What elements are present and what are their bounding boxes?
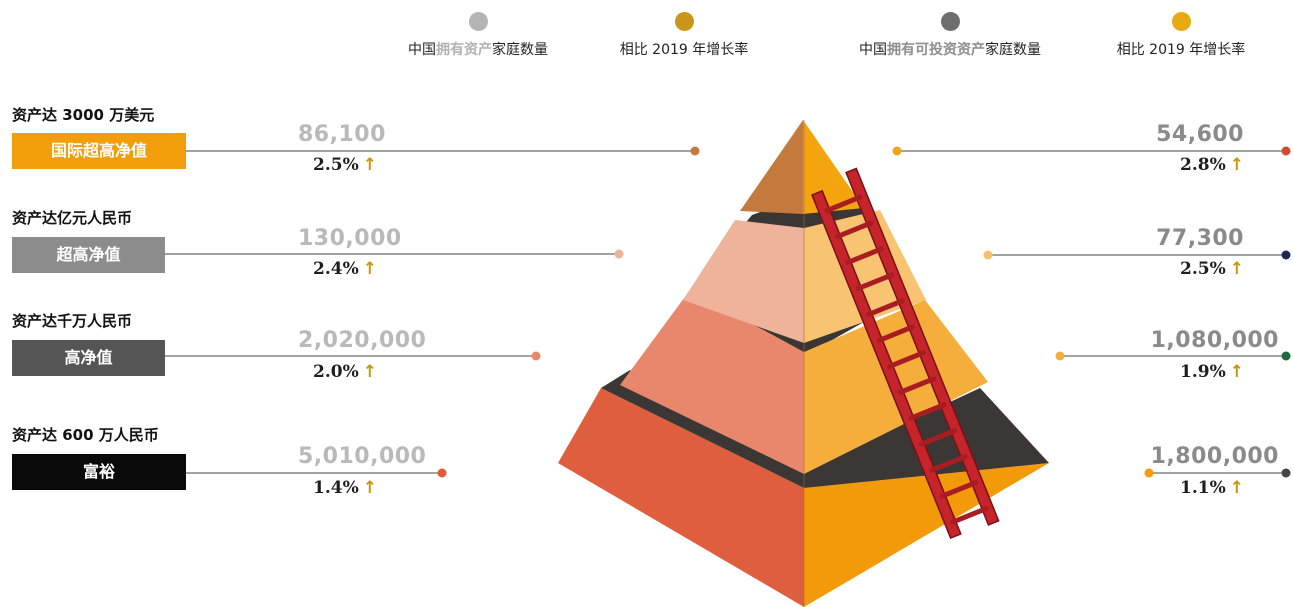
tier-badge-uhnw: 超高净值	[12, 237, 165, 273]
left-household-count: 86,100	[298, 122, 386, 147]
right-household-count: 1,080,000	[1150, 328, 1279, 353]
legend-label: 相比 2019 年增长率	[619, 42, 749, 58]
right-growth-rate: 1.1%↑	[1180, 478, 1244, 498]
legend-dot-darkgray	[940, 12, 960, 31]
up-arrow-icon: ↑	[362, 155, 377, 175]
legend-label: 相比 2019 年增长率	[1116, 42, 1246, 58]
tier-title: 资产达 3000 万美元	[12, 106, 155, 124]
left-growth-rate: 1.4%↑	[313, 478, 377, 498]
legend-dot-yellow	[1171, 12, 1191, 31]
left-growth-rate: 2.5%↑	[313, 155, 377, 175]
left-growth-rate: 2.4%↑	[313, 259, 377, 279]
legend-dot-gray	[468, 12, 488, 31]
left-household-count: 130,000	[298, 226, 402, 251]
legend-item-growth-right: 相比 2019 年增长率	[1071, 12, 1291, 59]
ladder-illustration	[811, 167, 1000, 540]
left-household-count: 5,010,000	[298, 444, 427, 469]
legend-item-assets-households: 中国拥有资产家庭数量	[368, 12, 588, 59]
legend-item-investable-households: 中国拥有可投资资产家庭数量	[840, 12, 1060, 59]
legend-label: 中国拥有可投资资产家庭数量	[859, 42, 1041, 58]
tier-badge-intl-uhnw: 国际超高净值	[12, 133, 186, 169]
legend-label: 中国拥有资产家庭数量	[408, 42, 548, 58]
right-household-count: 1,800,000	[1150, 444, 1279, 469]
right-growth-rate: 2.5%↑	[1180, 259, 1244, 279]
up-arrow-icon: ↑	[1229, 362, 1244, 382]
tier-title: 资产达 600 万人民币	[12, 426, 159, 444]
up-arrow-icon: ↑	[1229, 478, 1244, 498]
connector-dot	[614, 249, 624, 259]
right-connectors	[892, 146, 1291, 478]
right-household-count: 77,300	[1156, 226, 1244, 251]
right-household-count: 54,600	[1156, 122, 1244, 147]
tier-title: 资产达亿元人民币	[12, 209, 133, 227]
connector-dot	[690, 146, 700, 156]
left-growth-rate: 2.0%↑	[313, 362, 377, 382]
up-arrow-icon: ↑	[1229, 155, 1244, 175]
right-growth-rate: 2.8%↑	[1180, 155, 1244, 175]
up-arrow-icon: ↑	[362, 362, 377, 382]
legend: 中国拥有资产家庭数量 相比 2019 年增长率 中国拥有可投资资产家庭数量 相比…	[0, 12, 1293, 72]
legend-item-growth-left: 相比 2019 年增长率	[574, 12, 794, 59]
up-arrow-icon: ↑	[362, 478, 377, 498]
left-connectors	[165, 146, 700, 478]
pyramid	[558, 120, 1049, 607]
tier-badge-hnw: 高净值	[12, 340, 165, 376]
connector-dot	[531, 351, 541, 361]
tier-badge-affluent: 富裕	[12, 454, 186, 490]
up-arrow-icon: ↑	[1229, 259, 1244, 279]
tier-title: 资产达千万人民币	[12, 312, 133, 330]
up-arrow-icon: ↑	[362, 259, 377, 279]
legend-dot-gold	[674, 12, 694, 31]
right-growth-rate: 1.9%↑	[1180, 362, 1244, 382]
connector-dot	[437, 468, 447, 478]
left-household-count: 2,020,000	[298, 328, 427, 353]
